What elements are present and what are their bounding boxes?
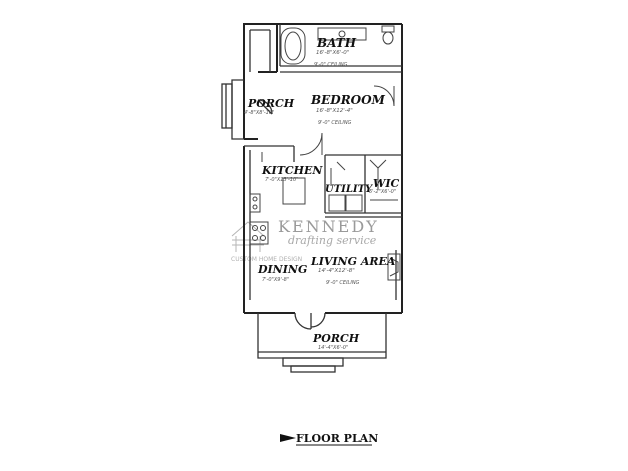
room-name: BATH <box>316 36 357 50</box>
room-name: PORCH <box>247 97 295 110</box>
ceiling-height: 9'-0" CEILING <box>318 120 352 126</box>
watermark-line1: KENNEDY <box>278 217 379 236</box>
room-name: WIC <box>373 177 399 190</box>
room-dimensions: 7'-0"X9'-8" <box>262 277 289 283</box>
room-name: KITCHEN <box>261 164 323 177</box>
room-porch-side: PORCH 4'-8"X8'-10" <box>244 97 295 116</box>
room-dining: DINING 7'-0"X9'-8" <box>257 263 307 283</box>
kitchen-fixtures <box>249 152 306 245</box>
drawing-title: FLOOR PLAN <box>280 432 378 446</box>
room-bath: BATH 16'-8"X6'-0" 9'-0" CEILING <box>314 36 357 68</box>
watermark-line3: CUSTOM HOME DESIGN <box>231 256 302 263</box>
room-dimensions: 5'-2"X6'-0" <box>369 189 396 195</box>
arrow-icon <box>280 434 296 442</box>
watermark-line2: drafting service <box>288 234 377 247</box>
interior-walls <box>244 24 402 300</box>
room-dimensions: 16'-8"X6'-0" <box>316 50 349 56</box>
room-dimensions: 7'-0"X13'-10" <box>265 177 298 183</box>
room-porch-front: PORCH 14'-4"X6'-0" <box>312 332 360 351</box>
ceiling-height: 9'-0" CEILING <box>326 280 360 286</box>
fireplace <box>387 253 401 281</box>
room-name: DINING <box>257 263 307 276</box>
room-dimensions: 14'-4"X6'-0" <box>318 345 348 351</box>
room-name: LIVING AREA <box>310 255 396 268</box>
bedroom-doors <box>299 85 395 156</box>
front-porch <box>257 312 387 373</box>
utility-wic-fixtures <box>328 159 398 212</box>
room-utility: UTILITY <box>325 184 373 195</box>
room-name: UTILITY <box>325 184 373 195</box>
ceiling-height: 9'-0" CEILING <box>314 62 348 68</box>
side-porch <box>221 79 273 140</box>
floor-plan-title: FLOOR PLAN <box>296 432 378 445</box>
room-living-area: LIVING AREA 14'-4"X12'-8" 9'-0" CEILING <box>310 255 396 286</box>
room-dimensions: 14'-4"X12'-8" <box>318 268 355 274</box>
room-dimensions: 16'-8"X12'-4" <box>316 108 353 114</box>
room-bedroom: BEDROOM 16'-8"X12'-4" 9'-0" CEILING <box>310 93 386 126</box>
room-name: PORCH <box>312 332 360 345</box>
room-wic: WIC 5'-2"X6'-0" <box>369 177 399 195</box>
room-kitchen: KITCHEN 7'-0"X13'-10" <box>261 164 323 183</box>
room-name: BEDROOM <box>310 93 386 107</box>
watermark-house-logo <box>231 221 265 252</box>
watermark: KENNEDY drafting service CUSTOM HOME DES… <box>231 217 379 263</box>
room-dimensions: 4'-8"X8'-10" <box>244 110 274 116</box>
exterior-walls <box>243 23 403 314</box>
bath-fixtures <box>280 25 395 65</box>
